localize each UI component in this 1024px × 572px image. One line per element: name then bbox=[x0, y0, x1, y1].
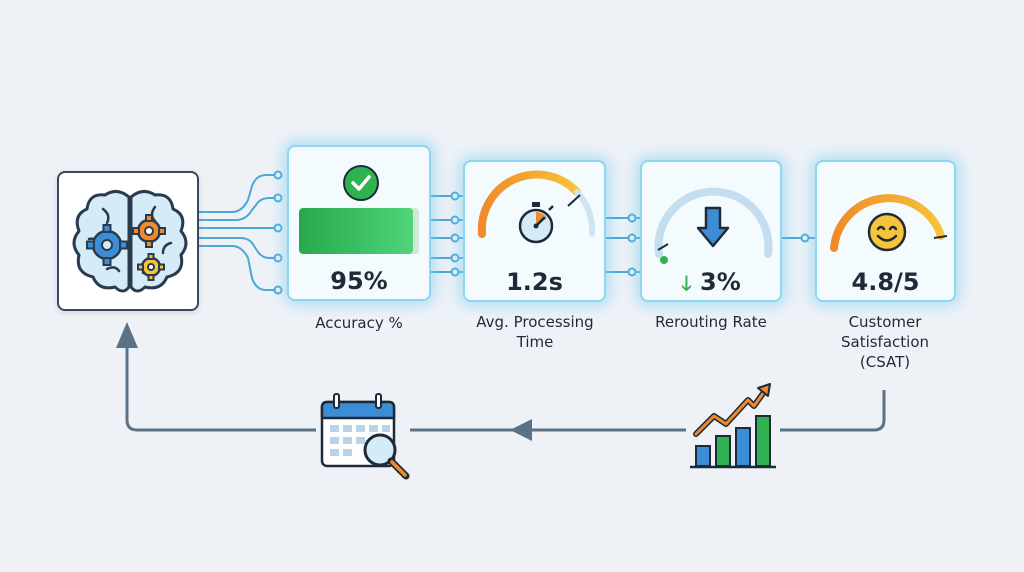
metric-card-accuracy: 95% bbox=[287, 145, 431, 301]
rerouting-label: Rerouting Rate bbox=[655, 313, 767, 331]
csat-value: 4.8/5 bbox=[851, 268, 920, 296]
accuracy-value: 95% bbox=[330, 267, 388, 295]
accuracy-label: Accuracy % bbox=[315, 314, 403, 332]
smiley-icon bbox=[867, 212, 907, 252]
rerouting-value-row: 🡓 3% bbox=[642, 268, 780, 303]
down-arrow-icon bbox=[696, 206, 730, 248]
connector-nodes-accuracy-time bbox=[450, 191, 460, 277]
connector-nodes-brain bbox=[273, 170, 283, 295]
flow-arrowhead-left bbox=[510, 419, 532, 441]
csat-label: Customer Satisfaction (CSAT) bbox=[840, 313, 930, 371]
trend-down-icon: 🡓 bbox=[681, 271, 692, 295]
csat-gauge bbox=[830, 194, 948, 252]
accuracy-progress-track bbox=[299, 208, 419, 254]
rerouting-value: 3% bbox=[700, 268, 741, 296]
connector-nodes-time-rerouting bbox=[627, 213, 637, 277]
processing-time-label: Avg. Processing Time bbox=[476, 313, 594, 351]
connector-lines-time-rerouting bbox=[606, 217, 640, 273]
connector-nodes-rerouting-csat bbox=[800, 233, 810, 243]
metric-card-csat: 4.8/5 bbox=[815, 160, 956, 302]
metric-card-rerouting-rate: 🡓 3% bbox=[640, 160, 782, 302]
metric-card-processing-time: 1.2s bbox=[463, 160, 606, 302]
stopwatch-icon bbox=[518, 202, 554, 244]
accuracy-progress-fill bbox=[299, 208, 413, 254]
processing-time-gauge bbox=[477, 170, 596, 238]
processing-time-value: 1.2s bbox=[506, 268, 563, 296]
check-circle-icon bbox=[343, 165, 379, 201]
flow-arrowhead-up bbox=[116, 322, 138, 348]
calendar-magnifier-icon bbox=[320, 393, 410, 480]
rerouting-gauge bbox=[654, 187, 773, 264]
connector-lines-brain bbox=[199, 174, 276, 291]
bar-chart-trend-icon bbox=[690, 383, 776, 469]
ai-model-node bbox=[57, 171, 199, 311]
brain-gears-icon bbox=[72, 190, 188, 293]
